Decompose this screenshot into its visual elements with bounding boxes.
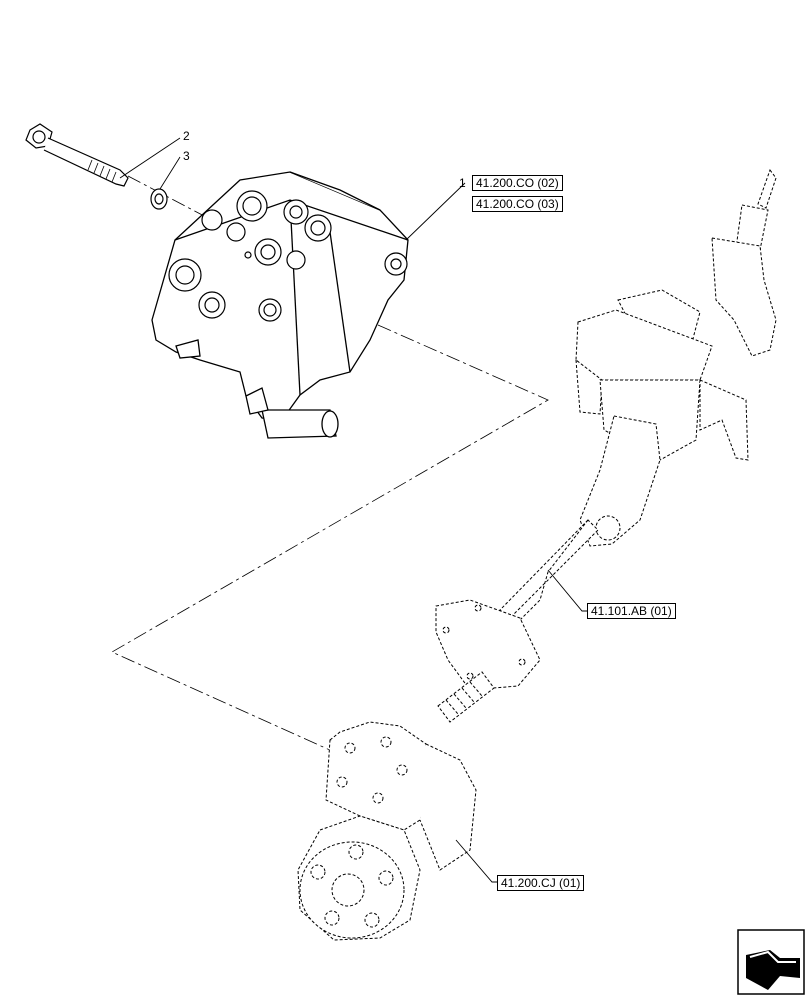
steering-column-phantom bbox=[435, 168, 777, 723]
reference-valve-a[interactable]: 41.200.CO (02) bbox=[472, 175, 563, 191]
steering-motor-phantom bbox=[297, 721, 477, 941]
callout-part-3: 3 bbox=[183, 149, 190, 163]
callout-part-1: 1 bbox=[459, 176, 466, 190]
washer-part-3 bbox=[150, 188, 168, 210]
callout-part-2: 2 bbox=[183, 129, 190, 143]
reference-valve-b[interactable]: 41.200.CO (03) bbox=[472, 196, 563, 212]
bolt-part-2 bbox=[25, 123, 129, 187]
back-arrow-icon[interactable] bbox=[737, 929, 805, 995]
control-valve-part-1 bbox=[151, 171, 409, 439]
reference-steering-column[interactable]: 41.101.AB (01) bbox=[587, 603, 676, 619]
reference-steering-motor[interactable]: 41.200.CJ (01) bbox=[497, 875, 585, 891]
